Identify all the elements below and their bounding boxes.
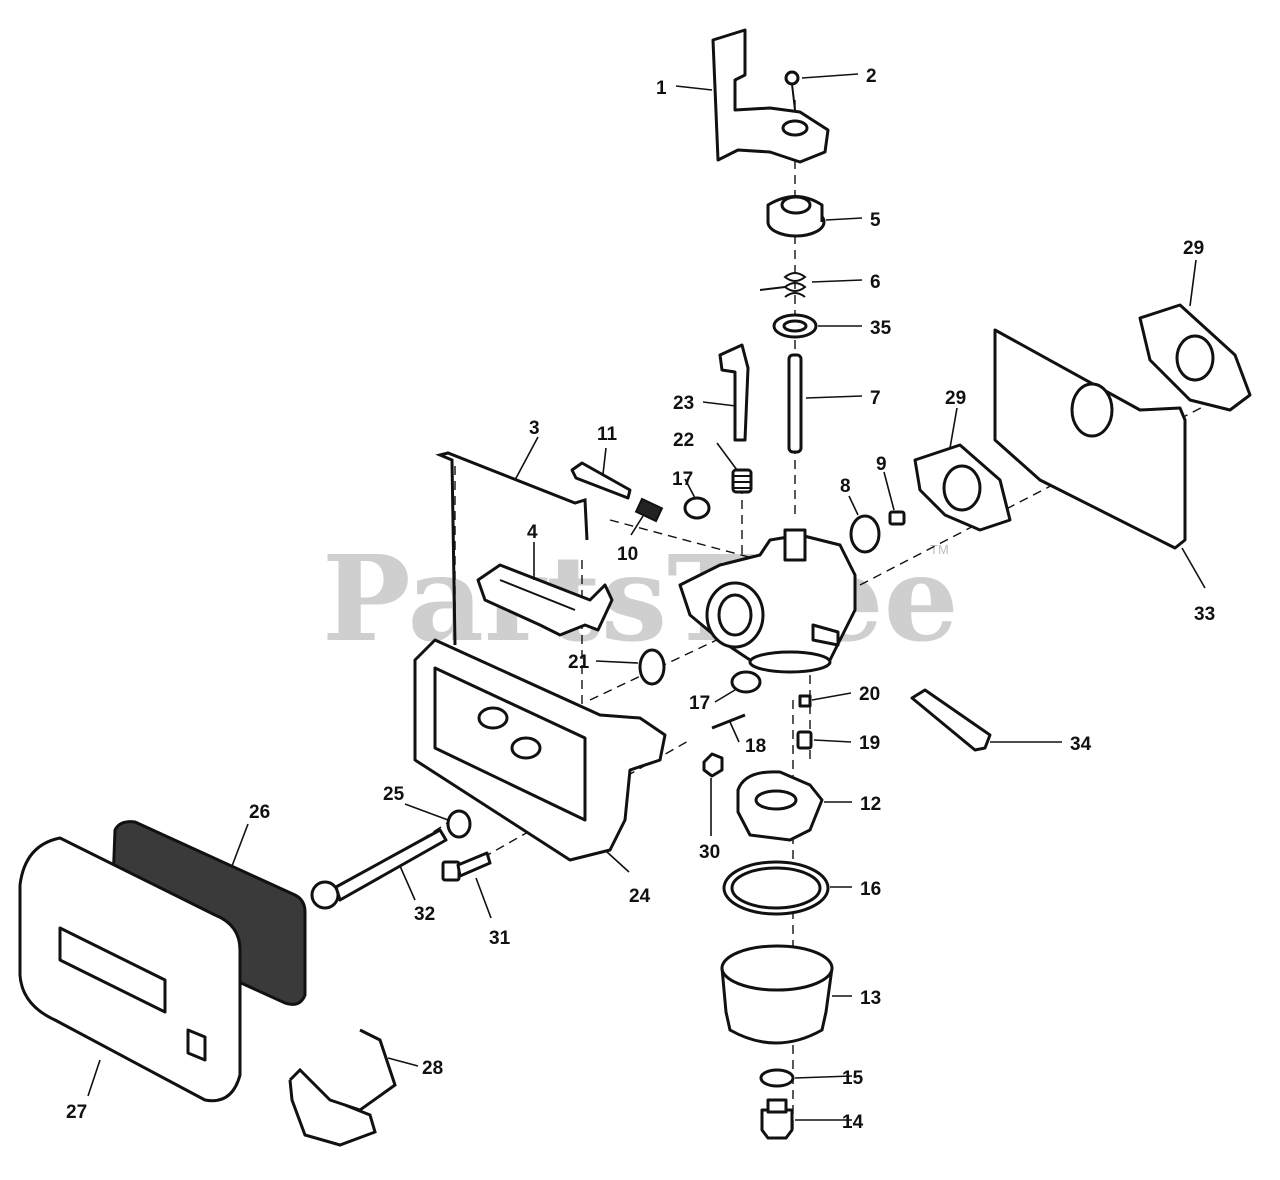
part-4-bracket: [476, 563, 614, 637]
callout-25: 25: [383, 784, 405, 805]
callout-2: 2: [866, 66, 877, 87]
part-34-tube: [910, 688, 992, 752]
callout-15: 15: [842, 1068, 864, 1089]
part-21-disc: [638, 648, 666, 686]
callout-12: 12: [860, 794, 881, 815]
part-10-spring: [634, 497, 664, 523]
callout-17-lower: 17: [689, 693, 710, 714]
part-11-screw: [570, 461, 632, 500]
part-31-short-bolt: [441, 851, 492, 882]
callout-29-outer: 29: [1183, 238, 1204, 259]
callout-28: 28: [422, 1058, 443, 1079]
callout-11: 11: [597, 424, 618, 445]
part-14-drain-bolt: [760, 1098, 794, 1140]
part-12-float: [736, 770, 824, 842]
part-6-spring: [759, 272, 807, 298]
part-20-needle: [798, 694, 812, 708]
part-13-float-bowl: [720, 944, 834, 1045]
part-5-knob: [766, 195, 826, 238]
part-16-o-ring: [722, 860, 830, 916]
trademark-symbol: TM: [930, 542, 949, 557]
callout-34: 34: [1070, 734, 1092, 755]
part-27-filter-cover: [18, 836, 242, 1103]
part-17-plug-upper: [683, 496, 711, 520]
part-15-washer: [759, 1068, 795, 1088]
callout-6: 6: [870, 272, 881, 293]
callout-labels: 1 2 3 4 5 6 7 8 9 10 11 12 13 14 15 16 1…: [66, 66, 1215, 1133]
callout-21: 21: [568, 652, 590, 673]
callout-9: 9: [876, 454, 887, 475]
part-7-shaft: [787, 353, 803, 454]
part-28-clip: [288, 1028, 397, 1147]
callout-16: 16: [860, 879, 881, 900]
callout-33: 33: [1194, 604, 1215, 625]
part-24-filter-base: [413, 638, 667, 862]
callout-27: 27: [66, 1102, 87, 1123]
part-23-pin: [718, 343, 750, 442]
callout-1: 1: [656, 78, 667, 99]
part-19-jet: [796, 730, 813, 750]
part-18-pin: [711, 713, 746, 730]
callout-35: 35: [870, 318, 892, 339]
part-32-long-bolt: [310, 828, 448, 910]
callout-4: 4: [527, 522, 538, 543]
part-25-spacer: [446, 809, 472, 839]
part-3-wire-link: [435, 451, 589, 646]
callout-5: 5: [870, 210, 881, 231]
callout-7: 7: [870, 388, 881, 409]
callout-31: 31: [489, 928, 511, 949]
callout-20: 20: [859, 684, 880, 705]
part-17-plug-lower: [730, 670, 762, 694]
carburetor-body: [678, 528, 857, 674]
callout-23: 23: [673, 393, 694, 414]
part-2-screw: [784, 70, 800, 111]
part-8-diaphragm: [849, 514, 881, 554]
callout-8: 8: [840, 476, 851, 497]
part-35-washer: [772, 313, 818, 339]
part-33-plate: [993, 328, 1187, 550]
part-22-spring: [731, 468, 753, 494]
callout-29-inner: 29: [945, 388, 966, 409]
callout-30: 30: [699, 842, 720, 863]
part-29-gasket-inner: [913, 443, 1012, 532]
callout-19: 19: [859, 733, 880, 754]
part-29-gasket-outer: [1138, 303, 1252, 412]
part-9-screw: [888, 510, 906, 526]
callout-14: 14: [842, 1112, 864, 1133]
callout-13: 13: [860, 988, 881, 1009]
callout-17-upper: 17: [672, 469, 693, 490]
part-1-choke-lever: [711, 28, 830, 164]
leader-lines: [87, 73, 1206, 1121]
callout-10: 10: [617, 544, 638, 565]
callout-24: 24: [629, 886, 651, 907]
callout-18: 18: [745, 736, 766, 757]
callout-3: 3: [529, 418, 540, 439]
callout-22: 22: [673, 430, 694, 451]
callout-26: 26: [249, 802, 270, 823]
part-30-nut: [702, 752, 724, 778]
callout-32: 32: [414, 904, 435, 925]
